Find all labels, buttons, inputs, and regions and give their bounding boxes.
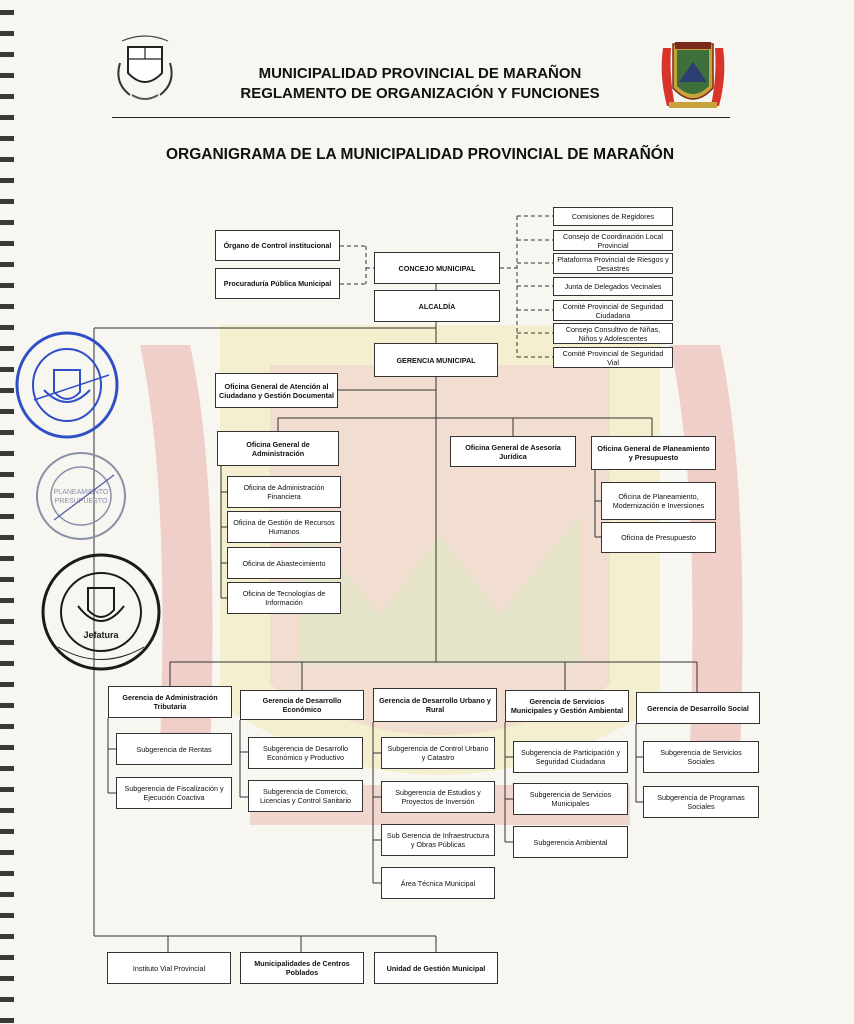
- gerencia-box: Gerencia de Desarrollo Económico: [240, 690, 364, 720]
- planeamiento-stamp: PLANEAMIENTO PRESUPUESTO: [36, 452, 126, 540]
- subgerencia-box: Subgerencia de Fiscalización y Ejecución…: [116, 777, 232, 809]
- commission-box: Comisiones de Regidores: [553, 207, 673, 226]
- svg-text:PLANEAMIENTO: PLANEAMIENTO: [54, 489, 109, 496]
- subgerencia-box: Subgerencia de Participación y Seguridad…: [513, 741, 628, 773]
- subgerencia-box: Subgerencia de Rentas: [116, 733, 232, 765]
- planeamiento-unit-box: Oficina de Planeamiento, Modernización e…: [601, 482, 716, 520]
- decentralized-box: Municipalidades de Centros Poblados: [240, 952, 364, 984]
- subgerencia-box: Subgerencia de Servicios Sociales: [643, 741, 759, 773]
- commission-box: Comité Provincial de Seguridad Vial: [553, 347, 673, 368]
- header-divider: [112, 117, 730, 118]
- admin-unit-box: Oficina de Administración Financiera: [227, 476, 341, 508]
- commission-box: Consejo Consultivo de Niñas, Niños y Ado…: [553, 323, 673, 344]
- gerencia-box: Gerencia de Desarrollo Urbano y Rural: [373, 688, 497, 722]
- procuraduria-box: Procuraduría Pública Municipal: [215, 268, 340, 299]
- subgerencia-box: Subgerencia de Programas Sociales: [643, 786, 759, 818]
- gerencia-box: Gerencia de Servicios Municipales y Gest…: [505, 690, 629, 722]
- svg-text:PRESUPUESTO: PRESUPUESTO: [55, 498, 108, 505]
- subgerencia-box: Subgerencia de Comercio, Licencias y Con…: [248, 780, 363, 812]
- header-line-2: REGLAMENTO DE ORGANIZACIÓN Y FUNCIONES: [240, 85, 600, 102]
- gerencia-box: Gerencia de Desarrollo Social: [636, 692, 760, 724]
- planeamiento-box: Oficina General de Planeamiento y Presup…: [591, 436, 716, 470]
- subgerencia-box: Subgerencia Ambiental: [513, 826, 628, 858]
- decentralized-box: Instituto Vial Provincial: [107, 952, 231, 984]
- admin-unit-box: Oficina de Abastecimiento: [227, 547, 341, 579]
- svg-text:Jefatura: Jefatura: [83, 630, 119, 640]
- decentralized-box: Unidad de Gestión Municipal: [374, 952, 498, 984]
- atencion-box: Oficina General de Atención al Ciudadano…: [215, 373, 338, 408]
- alcaldia-box: ALCALDÍA: [374, 290, 500, 322]
- chart-title: ORGANIGRAMA DE LA MUNICIPALIDAD PROVINCI…: [165, 146, 675, 163]
- admin-unit-box: Oficina de Gestión de Recursos Humanos: [227, 511, 341, 543]
- planeamiento-unit-box: Oficina de Presupuesto: [601, 522, 716, 553]
- subgerencia-box: Subgerencia de Control Urbano y Catastro: [381, 737, 495, 769]
- commission-box: Comité Provincial de Seguridad Ciudadana: [553, 300, 673, 321]
- spiral-binding: [0, 0, 14, 1024]
- concejo-box: CONCEJO MUNICIPAL: [374, 252, 500, 284]
- secretaria-general-stamp: Jefatura: [41, 553, 161, 671]
- subgerencia-box: Subgerencia de Servicios Municipales: [513, 783, 628, 815]
- subgerencia-box: Sub Gerencia de Infraestructura y Obras …: [381, 824, 495, 856]
- gerencia-municipal-box: GERENCIA MUNICIPAL: [374, 343, 498, 377]
- commission-box: Consejo de Coordinación Local Provincial: [553, 230, 673, 251]
- header-line-1: MUNICIPALIDAD PROVINCIAL DE MARAÑON: [258, 65, 582, 82]
- subgerencia-box: Área Técnica Municipal: [381, 867, 495, 899]
- subgerencia-box: Subgerencia de Desarrollo Económico y Pr…: [248, 737, 363, 769]
- asesoria-box: Oficina General de Asesoría Jurídica: [450, 436, 576, 467]
- peru-shield-emblem: [117, 35, 173, 100]
- commission-box: Junta de Delegados Vecinales: [553, 277, 673, 296]
- maranon-crest-emblem: [661, 42, 725, 108]
- subgerencia-box: Subgerencia de Estudios y Proyectos de I…: [381, 781, 495, 813]
- blue-municipal-stamp: [15, 331, 119, 439]
- administracion-box: Oficina General de Administración: [217, 431, 339, 466]
- gerencia-box: Gerencia de Administración Tributaria: [108, 686, 232, 718]
- admin-unit-box: Oficina de Tecnologías de Información: [227, 582, 341, 614]
- commission-box: Plataforma Provincial de Riesgos y Desas…: [553, 253, 673, 274]
- control-box: Órgano de Control institucional: [215, 230, 340, 261]
